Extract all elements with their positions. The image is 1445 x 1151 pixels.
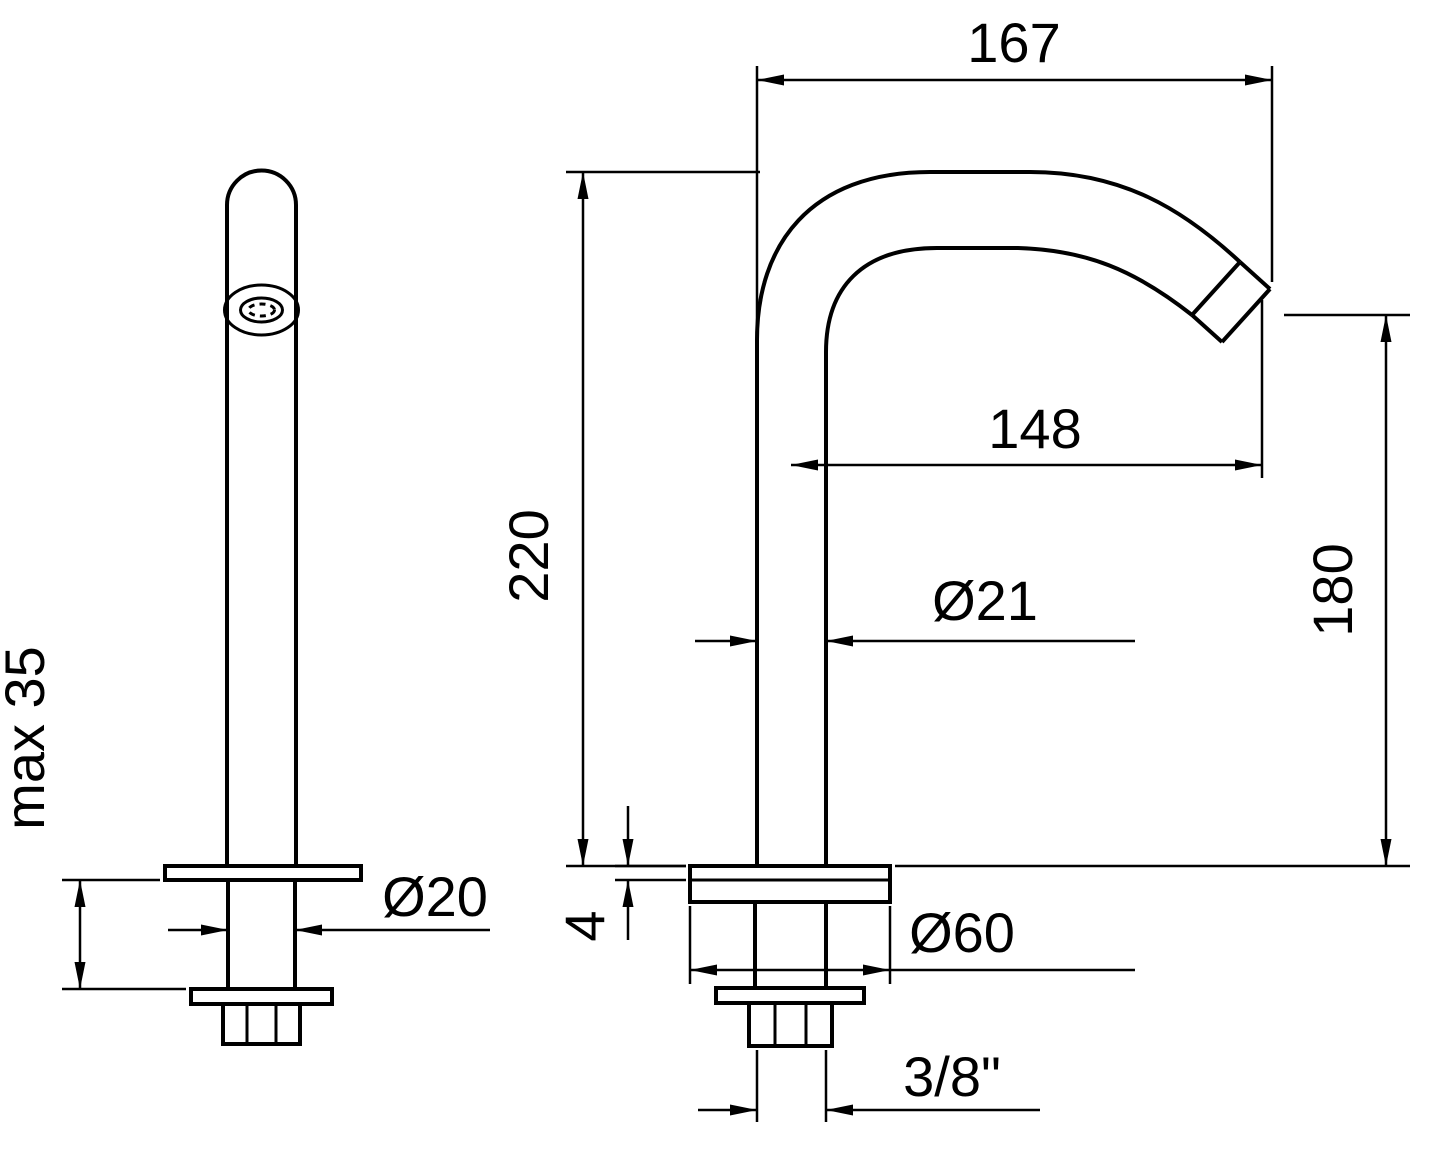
spout-outer-profile	[755, 170, 1242, 866]
outlet-height-dim-label: 180	[1301, 543, 1364, 636]
front-view-dimensions: max 35 Ø20	[0, 646, 490, 991]
threaded-shank-side	[753, 900, 828, 990]
aerator-inner	[239, 296, 284, 324]
front-diameter-dim-label: Ø20	[382, 865, 488, 928]
spout-height-dim-label: 220	[497, 509, 560, 602]
mounting-nut-front	[221, 1002, 302, 1046]
aerator-mesh	[247, 302, 276, 318]
deck-max-dim-label: max 35	[0, 646, 56, 830]
aerator-ring	[223, 283, 300, 337]
washer-side	[714, 986, 866, 1005]
front-view	[163, 168, 363, 1046]
base-diameter-dim-label: Ø60	[909, 901, 1015, 964]
spout-reach-dim-label: 148	[988, 397, 1081, 460]
mounting-flange-side	[688, 864, 892, 904]
spout-tip-face-outer	[1220, 287, 1272, 344]
mounting-flange-front	[163, 864, 363, 882]
spout-inner-profile	[824, 246, 1194, 866]
mounting-nut-side	[747, 1001, 834, 1048]
side-view-dimensions: 167 148 220 180 Ø21 4 Ø60 3	[497, 11, 1410, 1122]
spout-tip-face-inner	[1190, 260, 1242, 317]
spout-width-dim-label: 167	[967, 11, 1060, 74]
spout-tube-front	[225, 168, 298, 866]
plate-thickness-dim-label: 4	[553, 910, 616, 941]
tube-diameter-dim-label: Ø21	[932, 569, 1038, 632]
spout-tip-top-edge	[1238, 260, 1272, 291]
thread-size-dim-label: 3/8"	[903, 1045, 1001, 1108]
threaded-shank-front	[226, 878, 297, 991]
spout-tip-bottom-edge	[1190, 313, 1224, 344]
washer-front	[189, 987, 334, 1006]
